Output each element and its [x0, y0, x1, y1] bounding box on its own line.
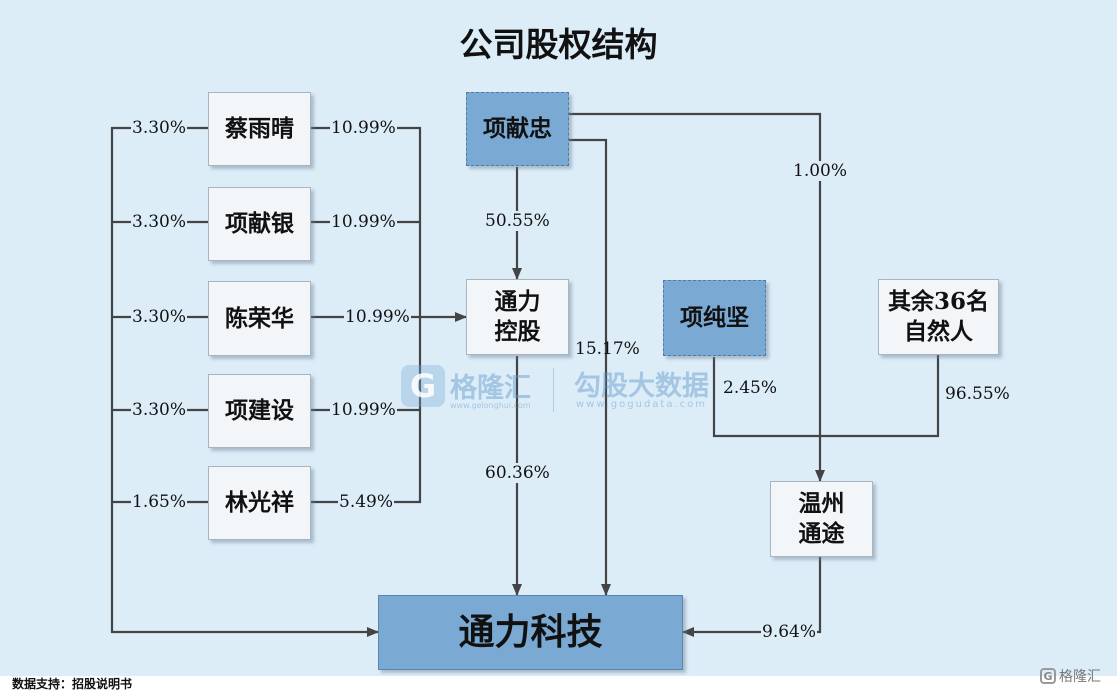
watermark-partner: 勾股大数据 [574, 371, 709, 402]
zhong-to-tongtu [568, 112, 825, 482]
pct-tongtu-to-tech: 9.64% [761, 622, 818, 642]
pct-zhong-to-tech: 15.17% [575, 339, 640, 359]
diagram-title: 公司股权结构 [459, 25, 658, 64]
watermark-divider [553, 368, 554, 412]
pct-chen-to-holding: 10.99% [344, 307, 411, 327]
pct-zhong-to-holding: 50.55% [484, 211, 551, 231]
node-wenzhou-tongtu: 温州 通途 [770, 481, 873, 557]
corner-brand-text: 格隆汇 [1059, 669, 1101, 685]
pct-cai-to-tech: 3.30% [131, 118, 188, 138]
node-cai-yuqing: 蔡雨晴 [208, 92, 311, 166]
pct-lin-to-holding: 5.49% [338, 492, 395, 512]
footer-band [0, 676, 1117, 693]
pct-yin-to-tech: 3.30% [131, 212, 188, 232]
corner-brand-logo: G 格隆汇 [1040, 666, 1101, 686]
node-tongli-tech: 通力科技 [378, 595, 683, 670]
watermark-brand: 格隆汇 [450, 373, 531, 404]
pct-yin-to-holding: 10.99% [330, 212, 397, 232]
node-others-36: 其余36名 自然人 [878, 279, 999, 355]
pct-chen-to-tech: 3.30% [131, 307, 188, 327]
pct-lin-to-tech: 1.65% [131, 492, 188, 512]
node-tongli-holding: 通力 控股 [466, 279, 569, 355]
node-xiang-chunjian: 项纯坚 [663, 280, 766, 356]
pct-chunjian-to-tongtu: 2.45% [723, 378, 778, 398]
source-note: 数据支持：招股说明书 [12, 677, 133, 691]
node-xiang-xianyin: 项献银 [208, 187, 311, 261]
pct-zhong-to-tongtu: 1.00% [792, 161, 849, 181]
node-xiang-jianshe: 项建设 [208, 374, 311, 448]
pct-others-to-tongtu: 96.55% [945, 384, 1010, 404]
watermark-partner-url: www.gogudata.com [576, 399, 708, 410]
pct-jianshe-to-holding: 10.99% [330, 400, 397, 420]
pct-jianshe-to-tech: 3.30% [131, 400, 188, 420]
pct-holding-to-tech: 60.36% [484, 463, 551, 483]
watermark-logo-icon: G [401, 365, 445, 407]
node-chen-ronghua: 陈荣华 [208, 281, 311, 356]
chunjian-others-bus [712, 355, 940, 438]
pct-cai-to-holding: 10.99% [330, 118, 397, 138]
node-lin-guangxiang: 林光祥 [208, 466, 311, 540]
brand-g-icon: G [1040, 668, 1056, 684]
zhong-to-tech [568, 138, 611, 596]
node-xiang-xianzhong: 项献忠 [466, 92, 569, 166]
watermark-brand-url: www.gelonghui.com [450, 401, 531, 410]
tongtu-to-tech [682, 557, 822, 637]
